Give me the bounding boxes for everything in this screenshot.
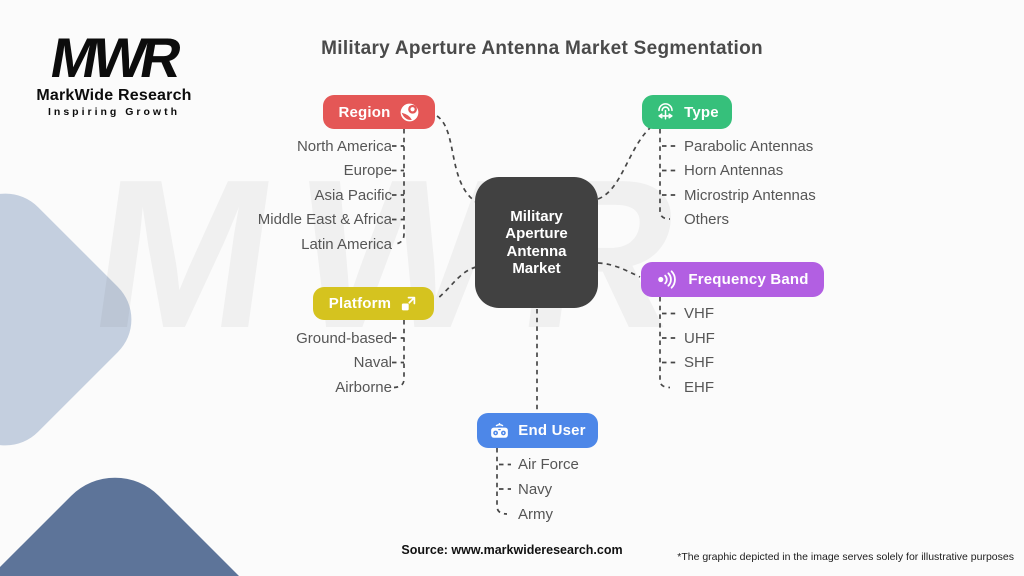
central-market-node: Military Aperture Antenna Market [475,177,598,308]
platform-item: Naval [353,354,392,371]
region-item: Europe [343,162,392,179]
export-icon [402,296,416,311]
logo-tagline: Inspiring Growth [48,106,180,118]
end-user-badge-label: End User [518,422,586,439]
logo-name: MarkWide Research [36,87,192,104]
type-item: Others [684,211,730,228]
platform-item: Ground-based [296,330,392,347]
region-badge-label: Region [338,103,391,121]
end-user-badge: End User [477,413,598,448]
end-user-item: Air Force [518,456,579,473]
frequency-band-item: SHF [684,354,714,371]
globe-icon [400,103,418,121]
frequency-band-badge-label: Frequency Band [688,271,809,288]
source-text: Source: www.markwideresearch.com [401,543,623,557]
frequency-band-badge: Frequency Band [641,262,824,297]
disclaimer-text: *The graphic depicted in the image serve… [677,551,1014,563]
platform-item: Airborne [335,379,392,396]
region-badge: Region [323,95,435,129]
page-title: Military Aperture Antenna Market Segment… [321,38,763,59]
end-user-item: Navy [518,481,553,498]
central-node-line: Antenna [506,242,567,260]
type-badge: Type [642,95,732,129]
platform-badge: Platform [313,287,434,320]
antenna-icon [658,102,673,120]
type-badge-label: Type [684,103,719,121]
frequency-band-item: EHF [684,379,714,396]
central-node-line: Military [510,207,563,225]
signal-waves-icon [658,270,677,289]
region-item: Latin America [301,236,392,253]
decorative-diamond-dark [0,452,313,576]
type-item: Microstrip Antennas [684,187,816,204]
end-user-item: Army [518,506,553,523]
region-item: North America [296,138,392,155]
central-node-line: Aperture [505,225,568,242]
markwide-logo: MWR MarkWide Research Inspiring Growth [30,26,198,118]
frequency-band-item: VHF [684,305,714,322]
region-item: Middle East & Africa [257,211,392,228]
region-item: Asia Pacific [314,187,392,204]
frequency-band-item: UHF [684,330,715,347]
platform-badge-label: Platform [328,295,392,312]
type-item: Parabolic Antennas [684,138,814,155]
type-item: Horn Antennas [684,162,784,179]
controller-icon [491,422,509,438]
central-node-line: Market [512,260,561,277]
